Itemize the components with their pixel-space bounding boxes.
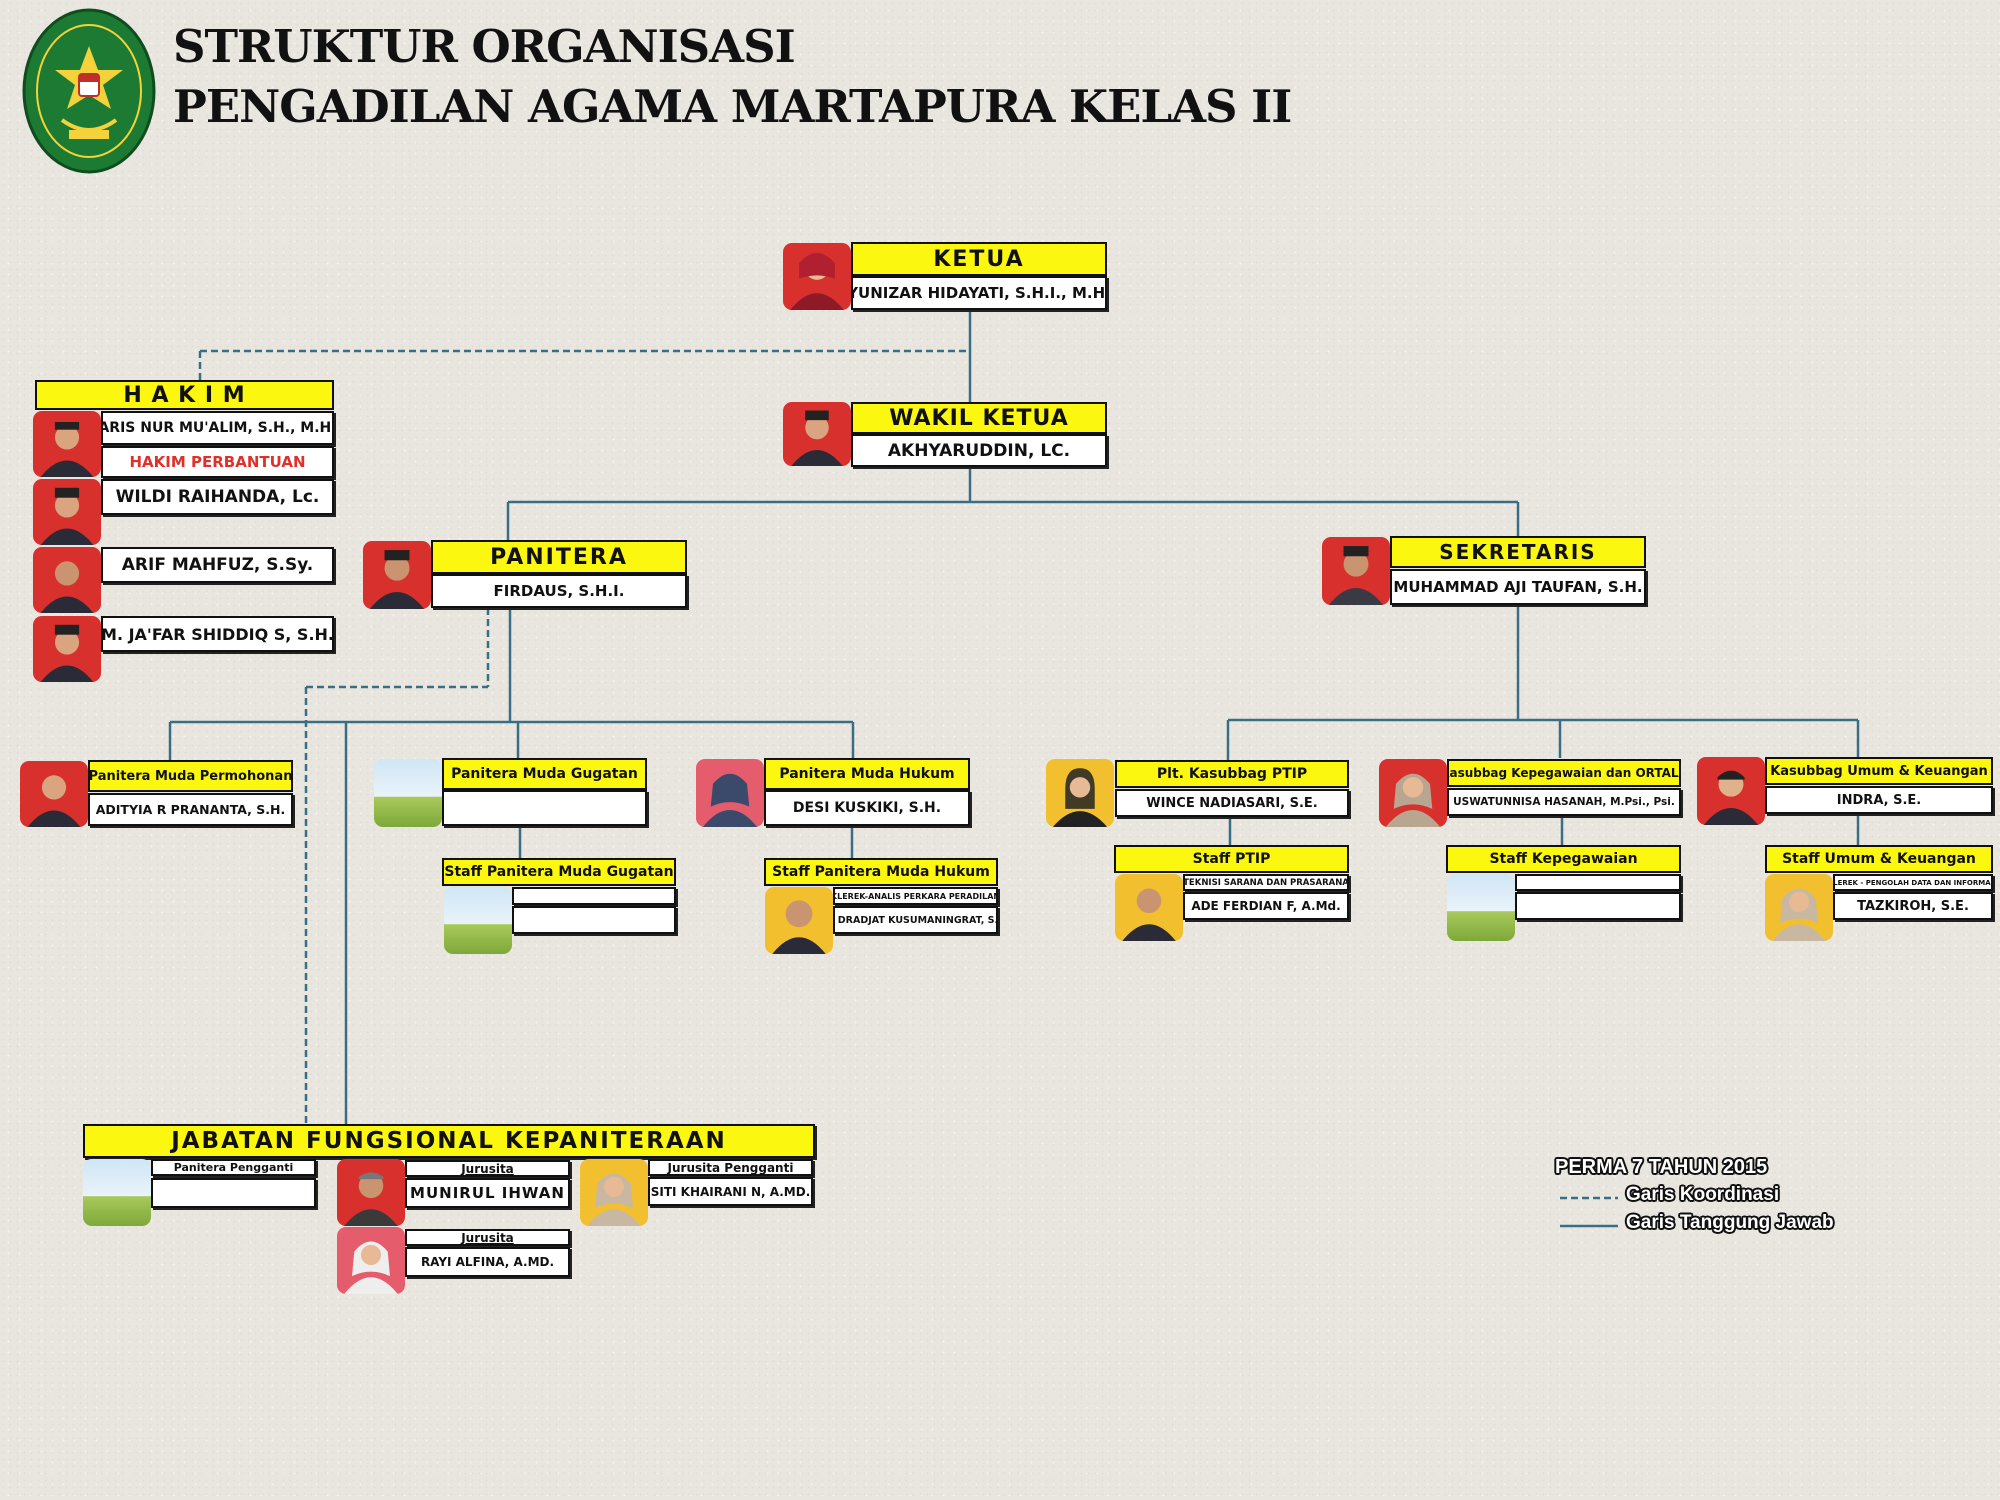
staff-pm-hukum-photo — [765, 887, 833, 954]
wakil-photo — [783, 402, 851, 466]
kepegawaian-title: Kasubbag Kepegawaian dan ORTALA — [1447, 759, 1681, 787]
jurusita-2-name: RAYI ALFINA, A.MD. — [405, 1247, 570, 1277]
staff-pm-gugatan-title: Staff Panitera Muda Gugatan — [442, 858, 676, 886]
staff-umum-photo — [1765, 874, 1833, 941]
pm-gugatan-name — [442, 790, 647, 826]
ketua-photo — [783, 243, 851, 310]
hakim-4-name: M. JA'FAR SHIDDIQ S, S.H. — [101, 616, 334, 652]
staff-pm-gugatan-name — [512, 906, 676, 934]
pm-hukum-name: DESI KUSKIKI, S.H. — [764, 790, 970, 826]
panitera-photo — [363, 541, 431, 609]
pm-hukum-title: Panitera Muda Hukum — [764, 758, 970, 790]
hakim-perbantuan-label: HAKIM PERBANTUAN — [101, 446, 334, 478]
hakim-2-name: WILDI RAIHANDA, Lc. — [101, 479, 334, 515]
jurusita-2-photo — [337, 1227, 405, 1294]
staff-kepegawaian-role — [1515, 874, 1681, 891]
panitera-title: PANITERA — [431, 540, 687, 574]
staff-pm-hukum-name: M. DRADJAT KUSUMANINGRAT, S.H. — [833, 906, 998, 934]
legend-solid-label: Garis Tanggung Jawab — [1626, 1212, 1834, 1233]
panitera-pengganti-title: Panitera Pengganti — [151, 1159, 316, 1176]
ketua-title: KETUA — [851, 242, 1107, 276]
hakim-2-photo — [33, 479, 101, 545]
panitera-pengganti-name — [151, 1178, 316, 1208]
sekretaris-name: MUHAMMAD AJI TAUFAN, S.H. — [1390, 569, 1646, 605]
jurusita-1-photo — [337, 1159, 405, 1226]
kepegawaian-name: USWATUNNISA HASANAH, M.Psi., Psi. — [1447, 788, 1681, 816]
court-logo — [22, 8, 156, 174]
staff-pm-gugatan-photo-placeholder — [444, 887, 512, 954]
legend-dashed-label: Garis Koordinasi — [1626, 1184, 1780, 1205]
panitera-pengganti-photo-placeholder — [83, 1159, 151, 1226]
hakim-1-name: ARIS NUR MU'ALIM, S.H., M.H. — [101, 411, 334, 445]
staff-kepegawaian-photo-placeholder — [1447, 874, 1515, 941]
jurusita-2-title: Jurusita — [405, 1229, 570, 1246]
jurusita-pengganti-photo — [580, 1159, 648, 1226]
umum-title: Kasubbag Umum & Keuangan — [1765, 757, 1993, 785]
staff-umum-title: Staff Umum & Keuangan — [1765, 845, 1993, 873]
wakil-name: AKHYARUDDIN, LC. — [851, 434, 1107, 467]
pm-permohonan-name: ADITYIA R PRANANTA, S.H. — [88, 793, 293, 826]
hakim-1-photo — [33, 411, 101, 477]
staff-kepegawaian-title: Staff Kepegawaian — [1446, 845, 1681, 873]
wakil-title: WAKIL KETUA — [851, 402, 1107, 434]
jurusita-1-name: MUNIRUL IHWAN — [405, 1178, 570, 1208]
staff-ptip-photo — [1115, 874, 1183, 941]
page-title-line1: STRUKTUR ORGANISASI — [173, 20, 796, 73]
umum-name: INDRA, S.E. — [1765, 786, 1993, 814]
staff-ptip-role: TEKNISI SARANA DAN PRASARANA — [1183, 874, 1349, 891]
umum-photo — [1697, 757, 1765, 825]
pm-gugatan-title: Panitera Muda Gugatan — [442, 758, 647, 790]
hakim-title: H A K I M — [35, 380, 334, 410]
jurusita-pengganti-name: SITI KHAIRANI N, A.MD. — [648, 1177, 813, 1206]
hakim-3-photo — [33, 547, 101, 613]
staff-pm-gugatan-role — [512, 887, 676, 905]
staff-pm-hukum-title: Staff Panitera Muda Hukum — [764, 858, 998, 886]
staff-umum-role: KLEREK - PENGOLAH DATA DAN INFORMASI — [1833, 874, 1993, 891]
jurusita-1-title: Jurusita — [405, 1160, 570, 1177]
pm-gugatan-photo-placeholder — [374, 759, 442, 827]
ptip-title: Plt. Kasubbag PTIP — [1115, 760, 1349, 788]
ketua-name: YUNIZAR HIDAYATI, S.H.I., M.H. — [851, 276, 1107, 310]
staff-kepegawaian-name — [1515, 892, 1681, 920]
pm-permohonan-title: Panitera Muda Permohonan — [88, 760, 293, 792]
kepegawaian-photo — [1379, 759, 1447, 827]
fungsional-title: JABATAN FUNGSIONAL KEPANITERAAN — [83, 1124, 815, 1158]
page-title-line2: PENGADILAN AGAMA MARTAPURA KELAS II — [173, 80, 1292, 133]
hakim-4-photo — [33, 616, 101, 682]
staff-umum-name: TAZKIROH, S.E. — [1833, 892, 1993, 920]
hakim-3-name: ARIF MAHFUZ, S.Sy. — [101, 547, 334, 583]
staff-ptip-name: ADE FERDIAN F, A.Md. — [1183, 892, 1349, 920]
ptip-name: WINCE NADIASARI, S.E. — [1115, 789, 1349, 817]
staff-ptip-title: Staff PTIP — [1114, 845, 1349, 873]
staff-pm-hukum-role: KLEREK-ANALIS PERKARA PERADILAN — [833, 887, 998, 905]
sekretaris-photo — [1322, 537, 1390, 605]
ptip-photo — [1046, 759, 1114, 827]
jurusita-pengganti-title: Jurusita Pengganti — [648, 1159, 813, 1176]
sekretaris-title: SEKRETARIS — [1390, 536, 1646, 568]
panitera-name: FIRDAUS, S.H.I. — [431, 574, 687, 608]
pm-permohonan-photo — [20, 761, 88, 827]
legend-title: PERMA 7 TAHUN 2015 — [1555, 1156, 1768, 1178]
pm-hukum-photo — [696, 759, 764, 827]
